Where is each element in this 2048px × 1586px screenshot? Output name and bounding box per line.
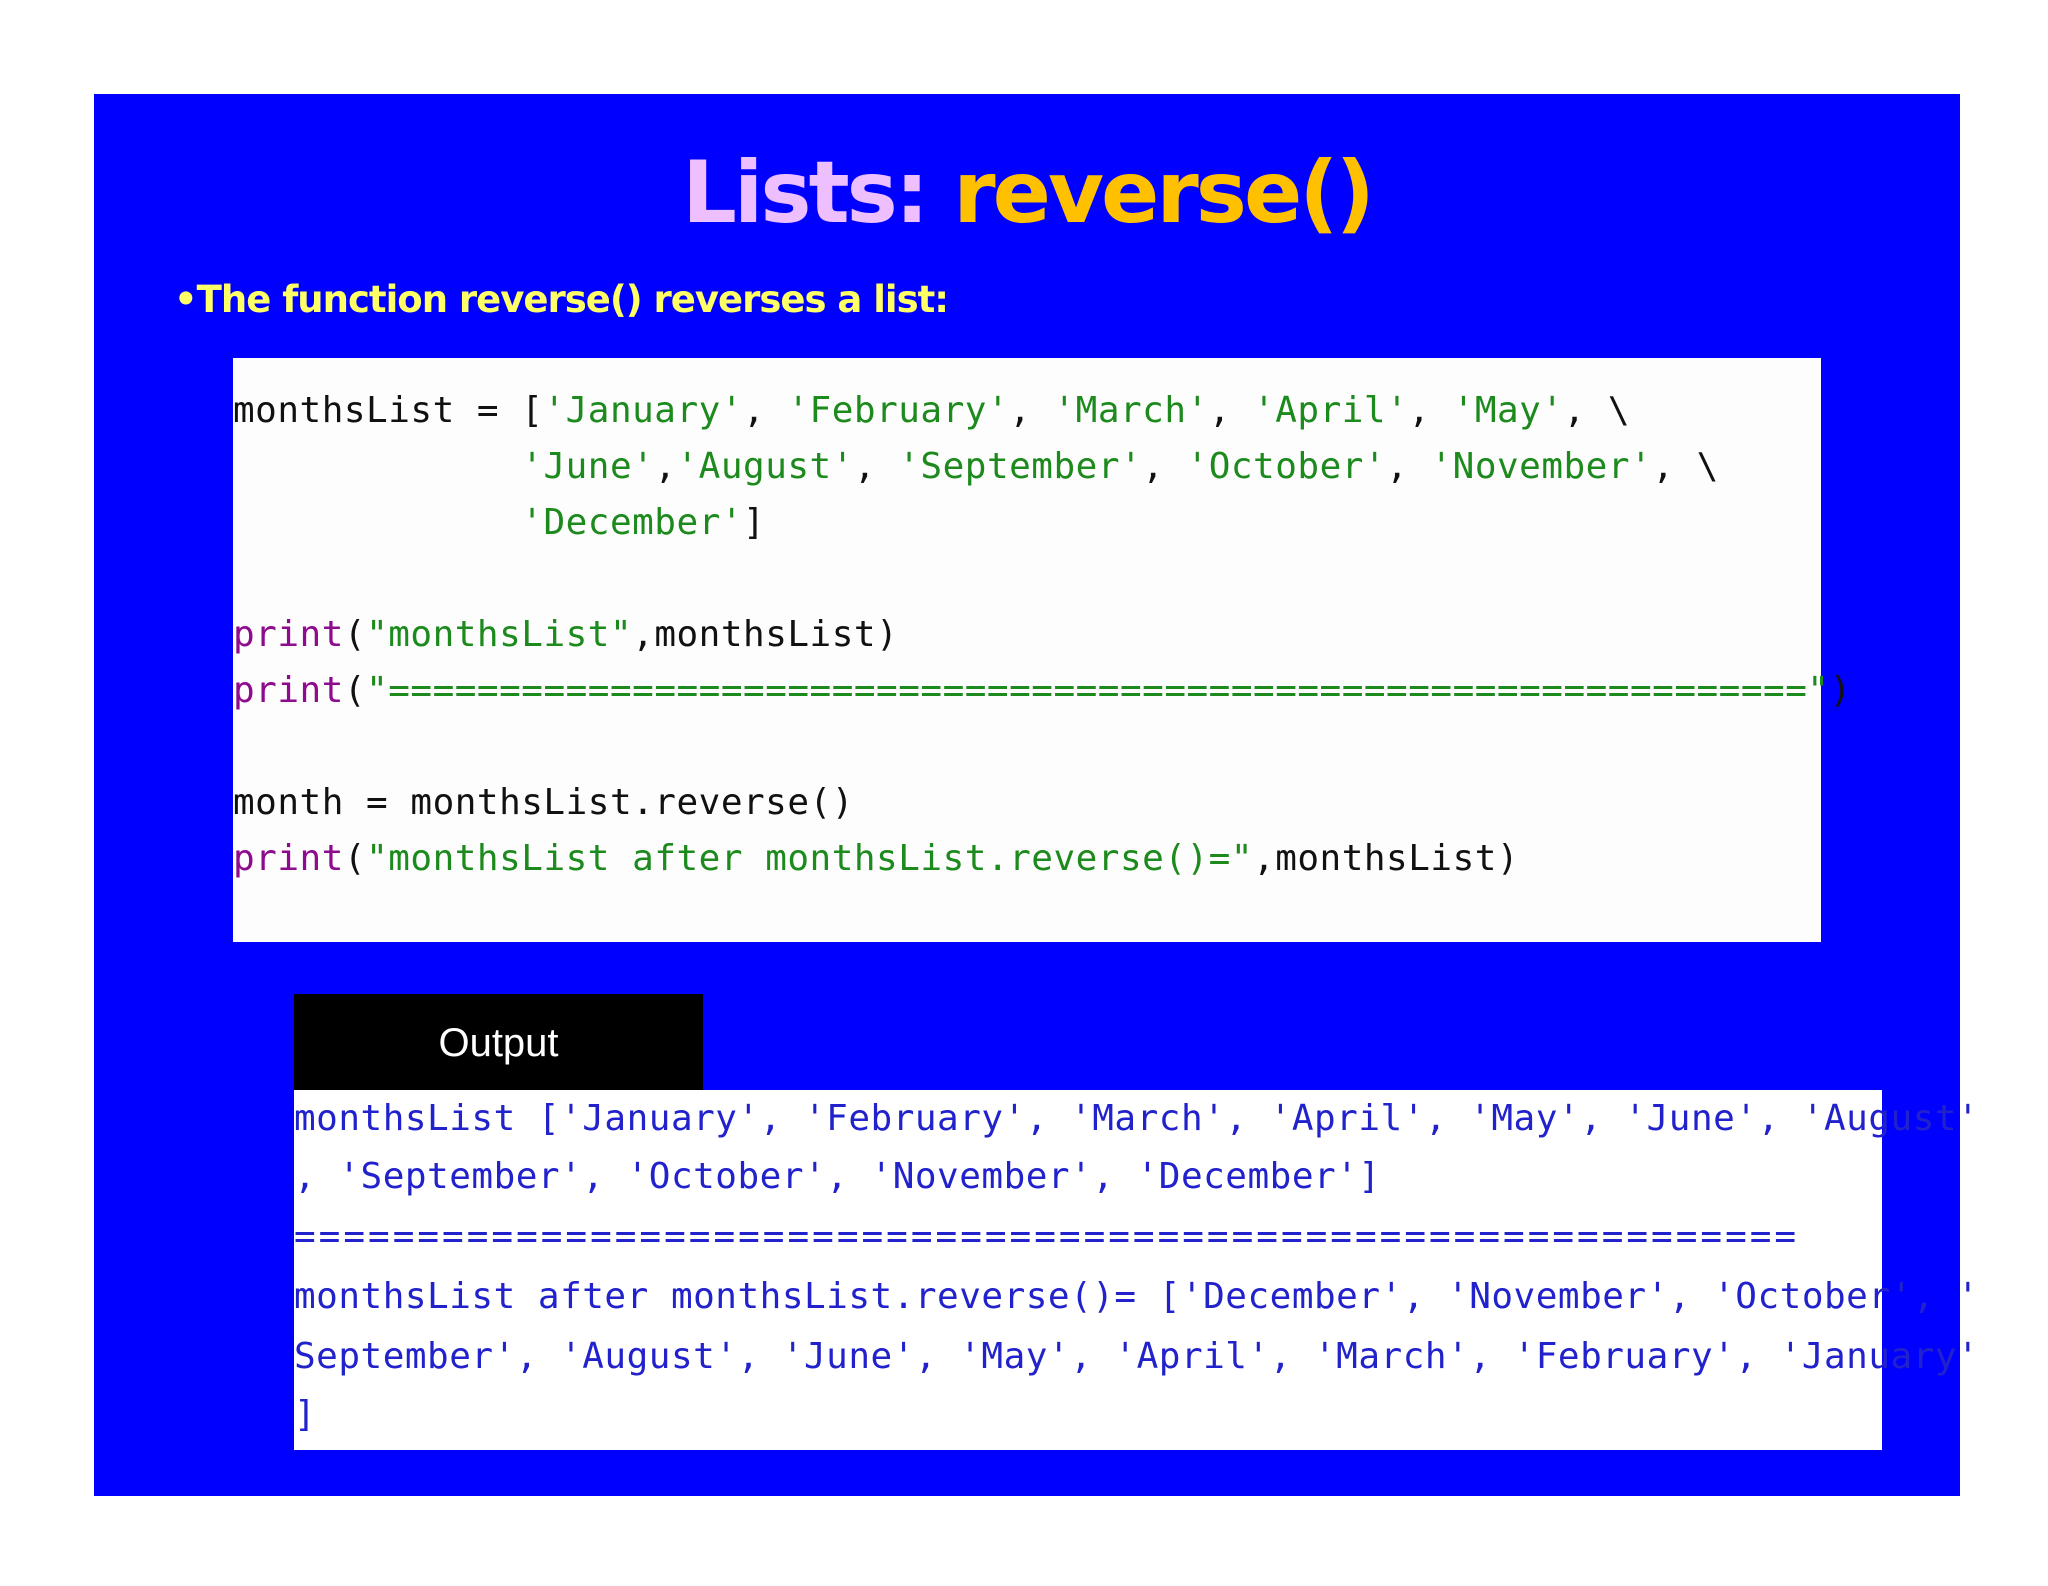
- output-line-3: ========================================…: [294, 1216, 1800, 1257]
- string-literal: 'June': [521, 446, 655, 487]
- string-literal: 'October': [1186, 446, 1387, 487]
- output-line-1: monthsList ['January', 'February', 'Marc…: [294, 1098, 1980, 1139]
- code-line-1: monthsList = ['January', 'February', 'Ma…: [233, 390, 1630, 431]
- string-literal: 'August': [676, 446, 854, 487]
- title-prefix: Lists:: [682, 143, 954, 243]
- code-line-4-text: ("monthsList",monthsList): [343, 614, 899, 655]
- code-line-4: print("monthsList",monthsList): [233, 614, 898, 655]
- print-keyword: print: [233, 614, 344, 655]
- code-line-5-text: ("======================================…: [343, 670, 1852, 711]
- code-block: monthsList = ['January', 'February', 'Ma…: [233, 358, 1851, 942]
- output-line-4: monthsList after monthsList.reverse()= […: [294, 1276, 1980, 1317]
- code-line-3-text: 'December']: [521, 502, 766, 543]
- string-literal: "monthsList after monthsList.reverse()=": [366, 838, 1254, 879]
- code-line-7: print("monthsList after monthsList.rever…: [233, 838, 1519, 879]
- string-literal: 'February': [787, 390, 1010, 431]
- code-line-2-text: 'June','August', 'September', 'October',…: [521, 446, 1719, 487]
- output-line-2: , 'September', 'October', 'November', 'D…: [294, 1156, 1381, 1197]
- string-literal: 'March': [1053, 390, 1209, 431]
- string-literal: "monthsList": [366, 614, 633, 655]
- title-function: reverse(): [953, 143, 1375, 243]
- print-keyword: print: [233, 838, 344, 879]
- string-literal: 'May': [1452, 390, 1564, 431]
- output-line-6: ]: [294, 1394, 317, 1435]
- code-line-3: 'December']: [233, 502, 765, 543]
- string-literal: 'January': [543, 390, 744, 431]
- string-literal: 'September': [898, 446, 1143, 487]
- string-literal: "=======================================…: [366, 670, 1830, 711]
- bullet-text: •The function reverse() reverses a list:: [174, 278, 949, 321]
- string-literal: 'November': [1430, 446, 1653, 487]
- code-line-7-text: ("monthsList after monthsList.reverse()=…: [343, 838, 1520, 879]
- code-line-1-text: monthsList = ['January', 'February', 'Ma…: [233, 390, 1631, 431]
- code-line-2: 'June','August', 'September', 'October',…: [233, 446, 1719, 487]
- print-keyword: print: [233, 670, 344, 711]
- output-label: Output: [294, 994, 703, 1092]
- code-line-5: print("=================================…: [233, 670, 1852, 711]
- slide-title: Lists: reverse(): [94, 142, 1960, 245]
- string-literal: 'December': [521, 502, 744, 543]
- output-block: monthsList ['January', 'February', 'Marc…: [294, 1090, 1979, 1450]
- code-line-6-text: month = monthsList.reverse(): [233, 782, 854, 823]
- output-line-5: September', 'August', 'June', 'May', 'Ap…: [294, 1336, 1980, 1377]
- string-literal: 'April': [1253, 390, 1409, 431]
- slide: Lists: reverse() •The function reverse()…: [94, 94, 1979, 1496]
- code-line-6: month = monthsList.reverse(): [233, 782, 854, 823]
